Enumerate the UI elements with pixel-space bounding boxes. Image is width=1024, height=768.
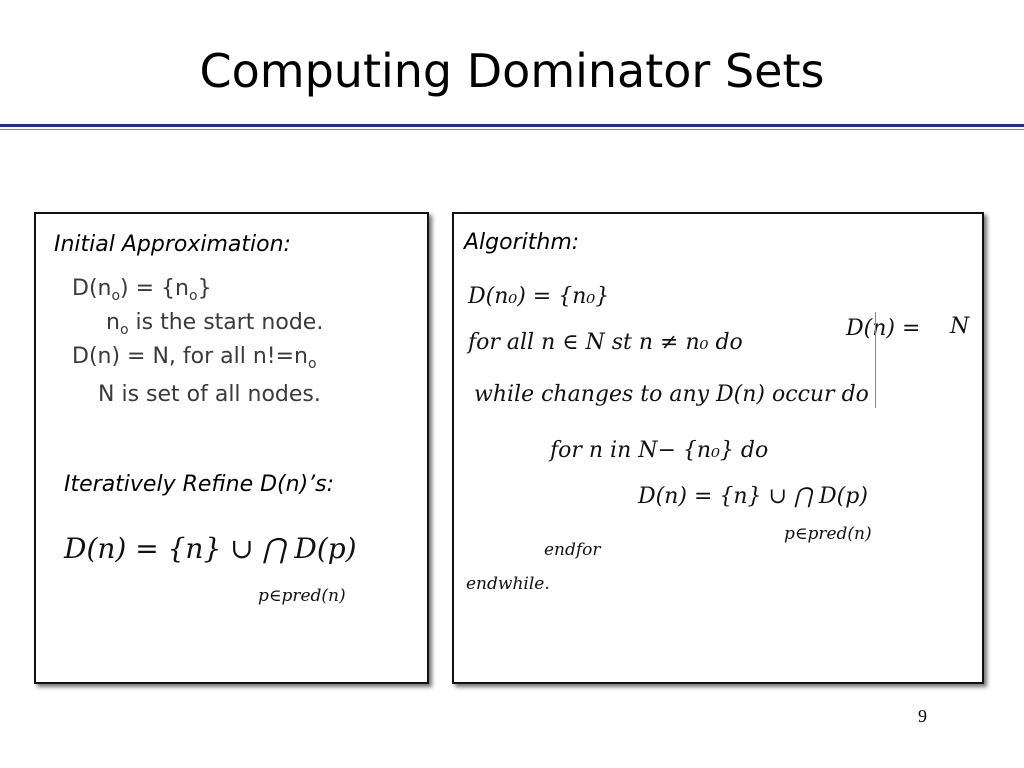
algo-line-forall-assign: D(n) = [846,316,921,341]
init-line1-post: } [197,276,212,301]
init-line1-sub: o [111,288,121,304]
algo-divider-mark [875,312,876,408]
init-line-all-nodes: N is set of all nodes. [98,382,321,407]
init-line2-post: is the start node. [128,310,324,335]
init-line3-sub: o [308,356,317,372]
title-rule [0,124,1024,127]
page-number: 9 [918,706,927,726]
refine-formula: D(n) = {n} ∪ ⋂ D(p) [64,532,357,565]
algo-line-forall: for all n ∈ N st n ≠ n₀ do [468,330,743,355]
initial-approximation-heading: Initial Approximation: [54,232,291,257]
init-line1-mid: ) = {n [120,276,189,301]
algo-line-for-n: for n in N− {n₀} do [550,438,769,463]
algorithm-heading: Algorithm: [464,230,580,255]
init-line-start-node: no is the start node. [106,310,323,338]
algo-line-update: D(n) = {n} ∪ ⋂ D(p) [638,484,868,509]
algo-line-endfor: endfor [544,540,601,560]
algo-line-update-subscript: p∈pred(n) [784,524,872,544]
title-rule-thin [0,129,1024,130]
init-line-d-n0: D(no) = {no} [72,276,212,304]
init-line-d-n-equals-n: D(n) = N, for all n!=no [72,344,317,372]
init-line2-sub: o [119,322,129,338]
initial-approximation-panel: Initial Approximation: D(no) = {no} no i… [34,212,429,684]
refine-formula-subscript: p∈pred(n) [258,586,346,606]
init-line1-pre: D(n [72,276,112,301]
iteratively-refine-heading: Iteratively Refine D(n)’s: [64,472,335,497]
algo-line-init: D(n₀) = {n₀} [468,284,610,309]
algo-line-forall-value: N [950,314,970,339]
init-line3-pre: D(n) = N, for all n!=n [72,344,308,369]
algo-line-while: while changes to any D(n) occur do [474,382,869,407]
algorithm-panel: Algorithm: D(n₀) = {n₀} for all n ∈ N st… [452,212,984,684]
init-line2-pre: n [106,310,120,335]
slide-title: Computing Dominator Sets [199,44,825,98]
algo-line-endwhile: endwhile. [466,574,550,594]
init-line1-sub2: o [189,288,198,304]
